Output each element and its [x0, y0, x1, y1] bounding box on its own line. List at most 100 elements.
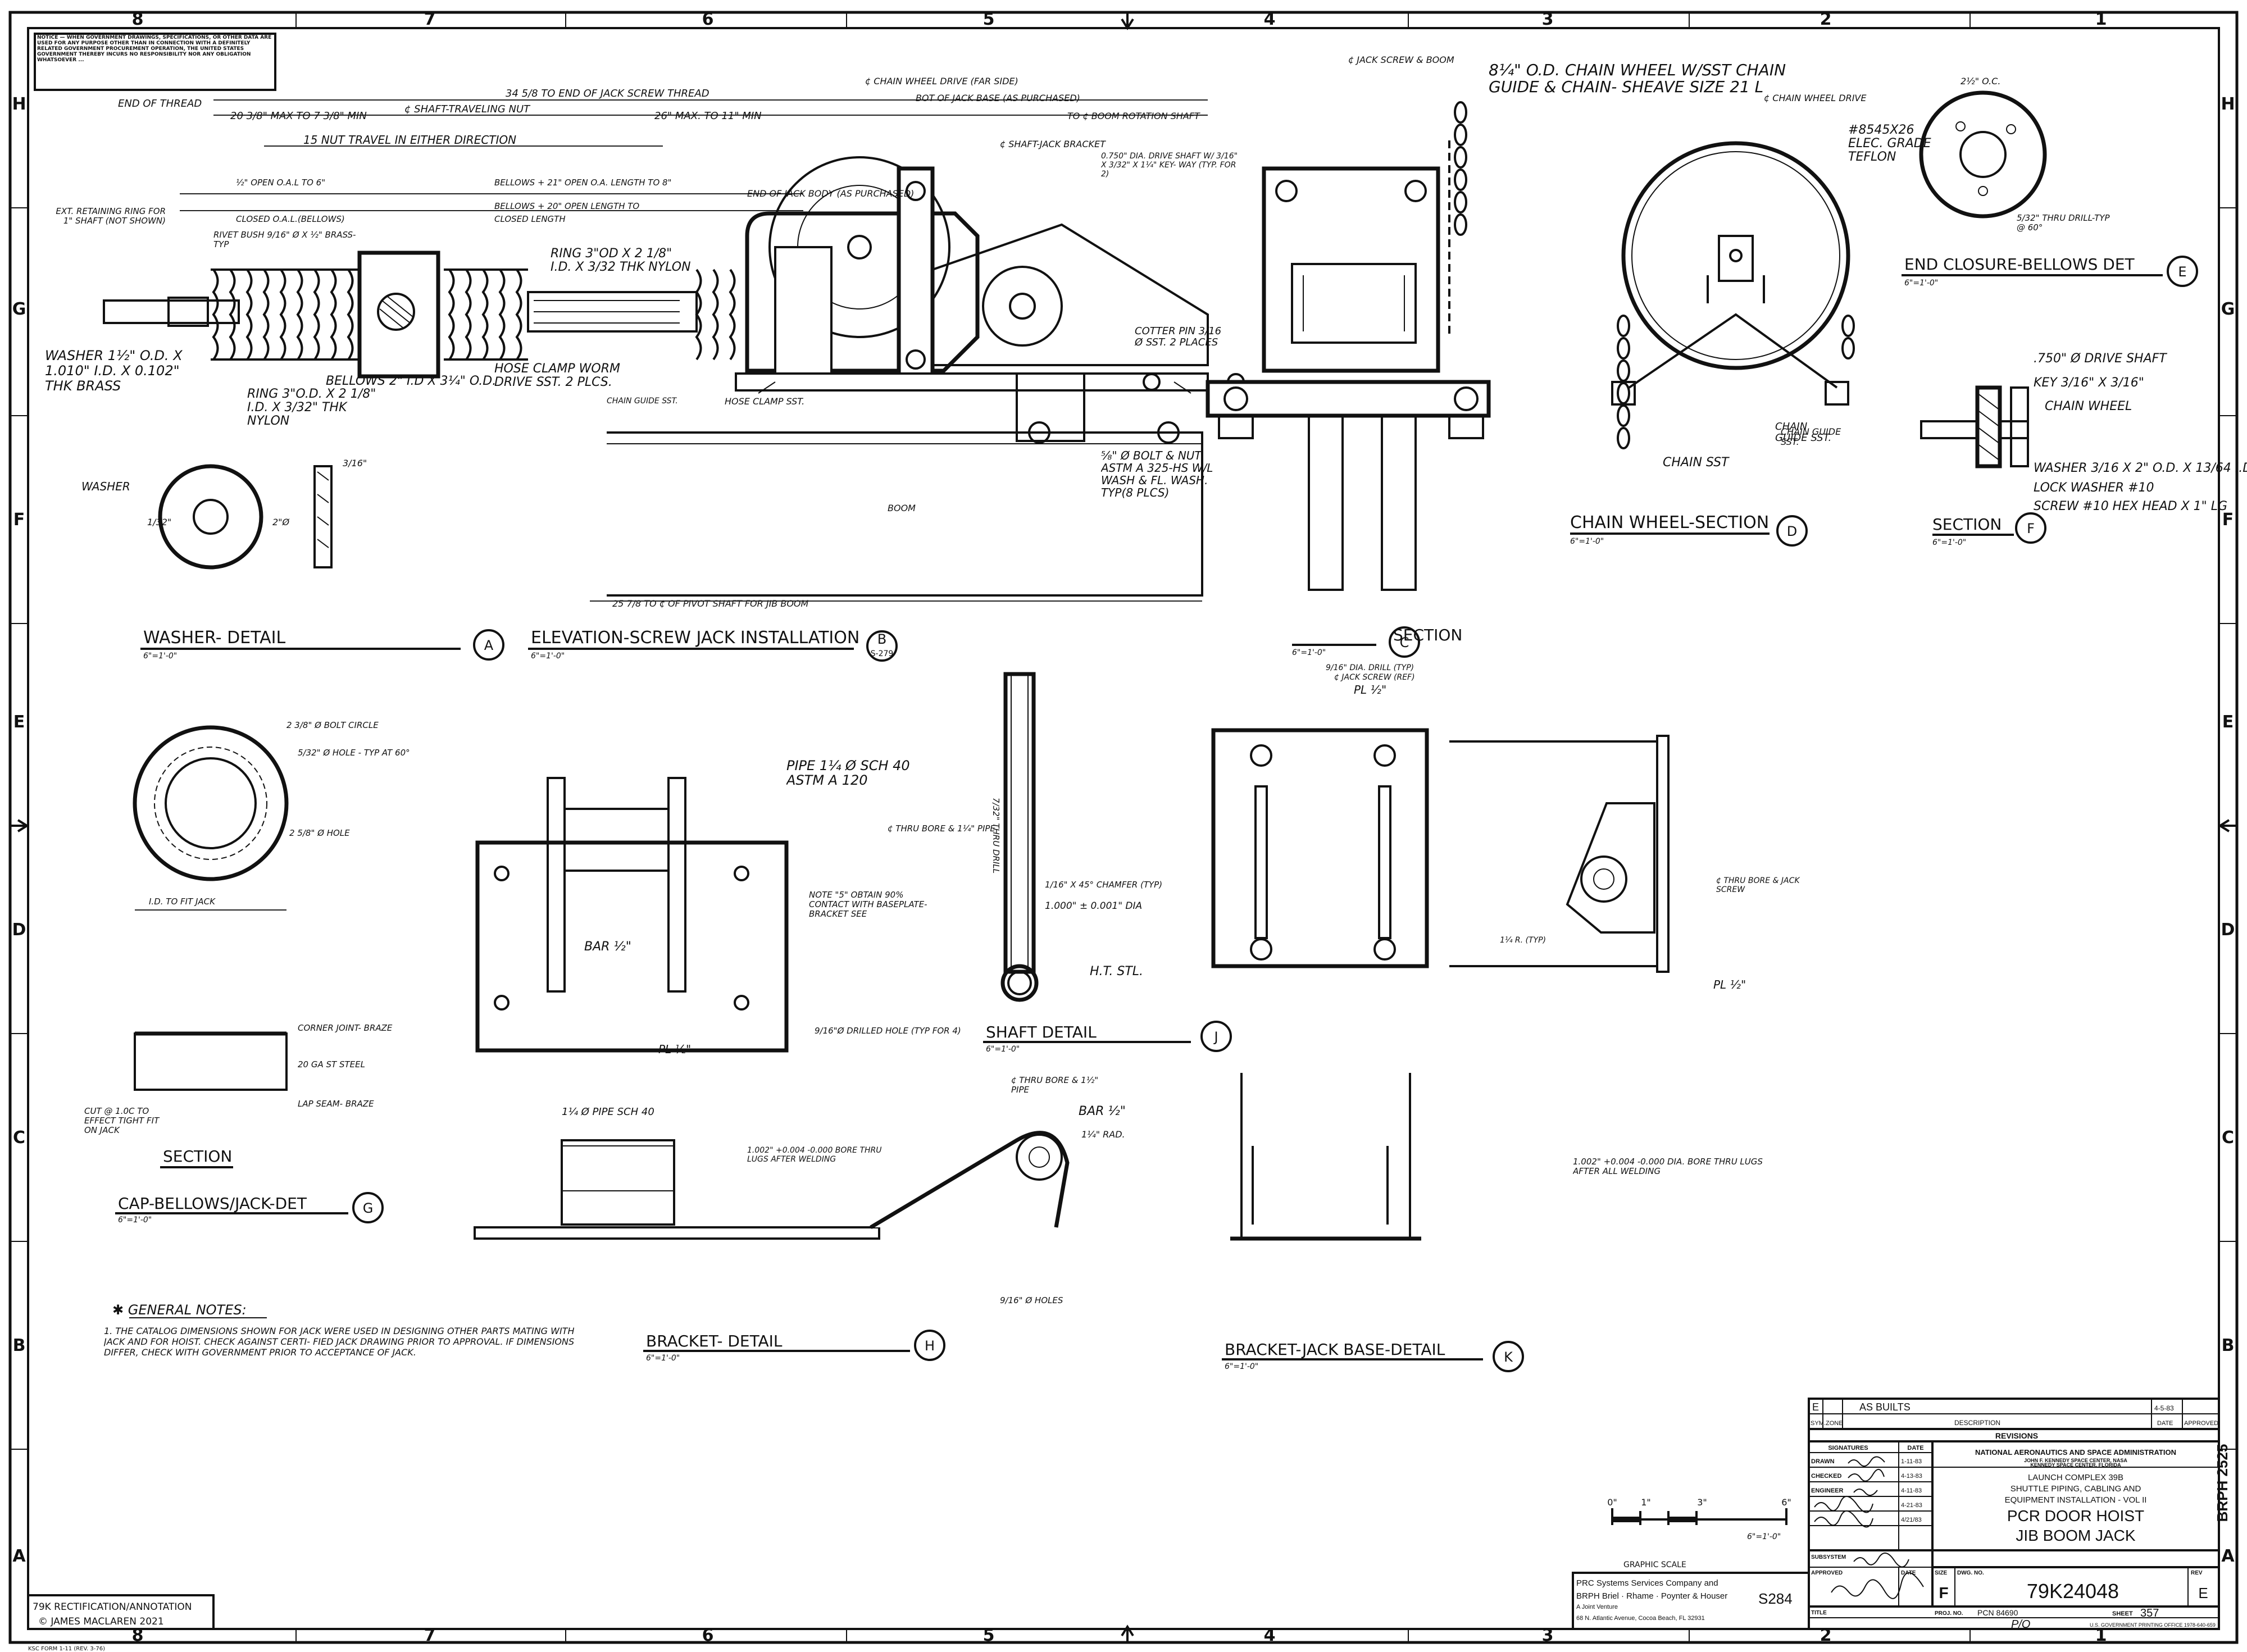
zone-col-5: 5 [983, 10, 995, 29]
callout-thru-drill: 7/32" THRU DRILL [991, 798, 1001, 873]
callout-rad-h: 1¼" RAD. [1081, 1129, 1125, 1140]
brph-side-label: BRPH 2525 [2214, 1444, 2231, 1522]
section-c-letter: C [1400, 635, 1409, 650]
elevation-sheet: S-279 [871, 649, 894, 658]
callout-closed-length: CLOSED LENGTH [494, 214, 566, 224]
callout-chain-wheel-sst: 8¼" O.D. CHAIN WHEEL W/SST CHAIN GUIDE &… [1489, 62, 1786, 96]
washer-title: WASHER- DETAIL [143, 628, 286, 648]
pcn: PCN 84690 [1977, 1608, 2018, 1617]
callout-hole-g: 2 5/8" Ø HOLE [289, 828, 350, 838]
pq-mark: P/Q [2011, 1618, 2030, 1631]
elevation-title: ELEVATION-SCREW JACK INSTALLATION [531, 628, 859, 648]
callout-thru-bore: ¢ THRU BORE & 1¼" PIPE [888, 823, 995, 834]
callout-end-of-thread: END OF THREAD [118, 98, 202, 110]
callout-max-min-2: 26" MAX. TO 11" MIN [654, 110, 762, 122]
washer-d3: 2"Ø [272, 517, 290, 527]
sig-date-label: DATE [1907, 1445, 1923, 1451]
elevation-scale: 6"=1'-0" [531, 652, 565, 661]
sig-row4-date: 4-21-83 [1901, 1502, 1922, 1509]
hdr-approved: APPROVED [2184, 1420, 2218, 1427]
callout-hose-clamp-sst: HOSE CLAMP SST. [725, 396, 804, 407]
callout-ht-stl: H.T. STL. [1090, 964, 1143, 979]
sig-engineer-date: 4-11-83 [1901, 1487, 1922, 1494]
callout-chain-sst: CHAIN SST [1663, 456, 1730, 470]
shaft-letter: J [1213, 1029, 1218, 1045]
general-notes: ✱ GENERAL NOTES: 1. THE CATALOG DIMENSIO… [104, 1302, 575, 1358]
zone-row-a: A [12, 1546, 26, 1566]
zone-col-2-bottom: 2 [1820, 1626, 1832, 1645]
callout-dia-shaft: 1.000" ± 0.001" DIA [1045, 900, 1142, 912]
callout-bar-h-plan: BAR ½" [584, 940, 631, 954]
cap-bellows-scale: 6"=1'-0" [118, 1216, 152, 1225]
zone-col-6: 6 [702, 10, 714, 29]
callout-lock-washer: LOCK WASHER #10 [2034, 481, 2154, 495]
zone-row-e-right: E [2222, 712, 2234, 732]
washer-scale: 6"=1'-0" [143, 652, 177, 661]
callout-hose-clamp: HOSE CLAMP WORM DRIVE SST. 2 PLCS. [494, 362, 620, 389]
proj-label: PROJ. NO. [1935, 1610, 1963, 1617]
callout-drive-shaft-f: .750" Ø DRIVE SHAFT [2034, 352, 2167, 366]
hdr-date: DATE [2157, 1420, 2173, 1427]
callout-drill-e: 5/32" THRU DRILL-TYP @ 60° [2017, 213, 2110, 233]
zone-col-7-bottom: 7 [424, 1626, 436, 1645]
bracket-base-letter: K [1504, 1349, 1513, 1365]
callout-r-typ: 1¼ R. (TYP) [1500, 936, 1546, 945]
callout-closed-oal: CLOSED O.A.L.(BELLOWS) [236, 214, 345, 224]
revisions-label: REVISIONS [1995, 1431, 2038, 1440]
scale-tick-3: 3" [1697, 1497, 1707, 1508]
title-line-4: PCR DOOR HOIST [2007, 1507, 2144, 1524]
scale-note: 6"=1'-0" [1747, 1532, 1781, 1541]
callout-washer-brass: WASHER 1½" O.D. X 1.010" I.D. X 0.102" T… [45, 348, 183, 394]
section-c-view: ¢ JACK SCREW & BOOM SECTION 6"=1'-0" C [1206, 54, 1491, 658]
title-block: E AS BUILTS 4-5-83 SYM. ZONE DESCRIPTION… [1572, 1398, 2231, 1631]
callout-bellows-od: BELLOWS 2" I.D X 3¼" O.D. [326, 374, 496, 388]
zone-col-3-bottom: 3 [1542, 1626, 1554, 1645]
callout-chain-wheel-drive-2: ¢ CHAIN WHEEL DRIVE [1764, 93, 1867, 103]
callout-bellows-open: BELLOWS + 21" OPEN O.A. LENGTH TO 8" [494, 178, 671, 188]
gpo-line: U.S. GOVERNMENT PRINTING OFFICE 1978-640… [2090, 1622, 2216, 1628]
notes-text: 1. THE CATALOG DIMENSIONS SHOWN FOR JACK… [104, 1326, 575, 1358]
callout-end-jack-body: END OF JACK BODY (AS PURCHASED) [747, 188, 914, 199]
shaft-title: SHAFT DETAIL [986, 1023, 1097, 1041]
bracket-base-scale: 6"=1'-0" [1225, 1362, 1258, 1371]
callout-drive-shaft: 0.750" DIA. DRIVE SHAFT W/ 3/16" X 3/32"… [1101, 152, 1238, 179]
cap-section-label: SECTION [163, 1147, 232, 1166]
center-line-1: JOHN F. KENNEDY SPACE CENTER, NASA [2024, 1458, 2127, 1463]
sig-checked-date: 4-13-83 [1901, 1473, 1922, 1480]
callout-ring-nylon-2: RING 3"O.D. X 2 1/8" I.D. X 3/32" THK NY… [247, 388, 376, 428]
zone-row-f-right: F [2222, 510, 2234, 530]
signatures-label: SIGNATURES [1828, 1445, 1868, 1451]
callout-bore-h: 1.002" +0.004 -0.000 BORE THRU LUGS AFTE… [747, 1146, 882, 1164]
callout-bot-jack-base: BOT OF JACK BASE (AS PURCHASED) [916, 93, 1080, 103]
callout-bar-h: BAR ½" [1079, 1104, 1126, 1118]
zone-row-b: B [13, 1336, 26, 1355]
rev-value: E [2198, 1585, 2208, 1601]
zone-col-4: 4 [1264, 10, 1276, 29]
washer-detail-view: WASHER 3/16" 1/32" 2"Ø WASHER- DETAIL 6"… [81, 458, 504, 661]
callout-cotter-pin: COTTER PIN 3/16 Ø SST. 2 PLACES [1135, 326, 1222, 348]
zone-col-7: 7 [424, 10, 436, 29]
zone-row-d-right: D [2221, 920, 2235, 940]
end-closure-letter: E [2178, 264, 2186, 280]
rev-label: REV [2191, 1570, 2203, 1576]
callout-corner-joint: CORNER JOINT- BRAZE [298, 1023, 393, 1033]
callout-max-min-1: 20 3/8" MAX TO 7 3/8" MIN [230, 110, 367, 122]
washer-label: WASHER [81, 480, 130, 493]
zone-row-d: D [12, 920, 26, 940]
hdr-description: DESCRIPTION [1954, 1419, 2000, 1427]
drawing-border: 8 7 6 5 4 3 2 1 8 7 6 5 4 3 2 1 H G F E … [8, 10, 2239, 1645]
callout-cut-off: CUT @ 1.0C TO EFFECT TIGHT FIT ON JACK [84, 1107, 160, 1135]
section-f-title: SECTION [1932, 515, 2002, 534]
callout-bolt-circle-g: 2 3/8" Ø BOLT CIRCLE [286, 720, 379, 730]
callout-boom: BOOM [888, 503, 916, 513]
zone-row-g-right: G [2221, 299, 2235, 319]
callout-lap-seam: LAP SEAM- BRAZE [298, 1099, 374, 1109]
zone-row-c-right: C [2222, 1128, 2234, 1148]
callout-hole-typ: 5/32" Ø HOLE - TYP AT 60° [298, 748, 410, 758]
rev-date: 4-5-83 [2154, 1404, 2174, 1412]
graphic-scale: 0" 1" 3" 6" 6"=1'-0" GRAPHIC SCALE [1607, 1497, 1791, 1569]
callout-screw-f: SCREW #10 HEX HEAD X 1" LG [2034, 499, 2227, 513]
callout-shaft-jack-bracket: ¢ SHAFT-JACK BRACKET [1000, 139, 1106, 149]
shaft-scale: 6"=1'-0" [986, 1045, 1020, 1054]
notice-box: NOTICE — WHEN GOVERNMENT DRAWINGS, SPECI… [34, 33, 276, 91]
